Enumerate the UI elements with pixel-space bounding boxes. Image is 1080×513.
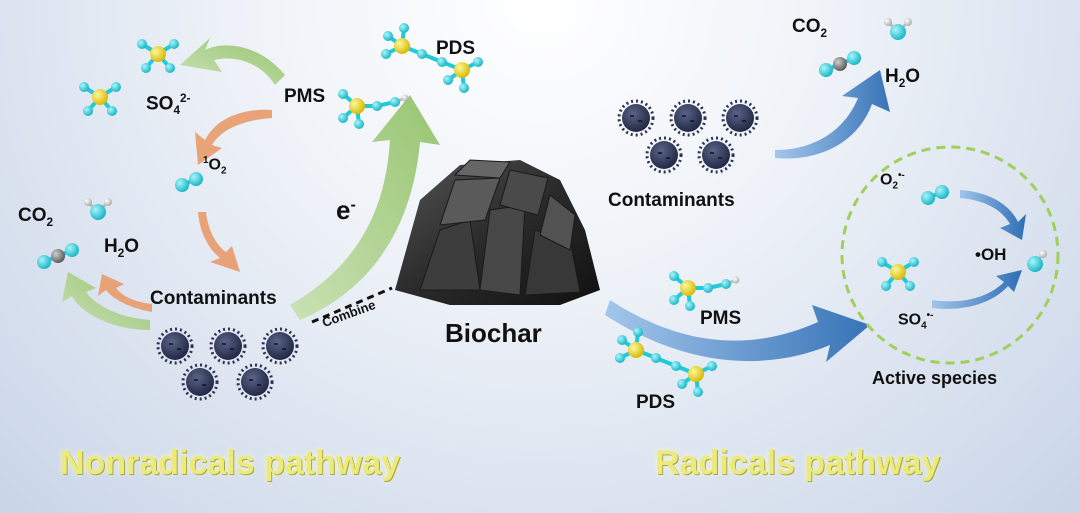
co2-molecule-right — [817, 49, 863, 79]
h2o-molecule-right — [882, 16, 914, 42]
active-species-circle — [840, 145, 1060, 365]
h2o-molecule-left — [82, 196, 114, 222]
h2o-label-left: H2O — [104, 236, 140, 260]
contaminant-ball — [617, 99, 655, 137]
contaminants-label-right: Contaminants — [608, 190, 735, 211]
so4-molecule-left — [77, 80, 123, 118]
contaminants-label-left: Contaminants — [150, 288, 277, 309]
co2-label-right: CO2 — [792, 16, 828, 40]
contaminant-ball — [236, 363, 274, 401]
orange-arrow-1o2-to-contaminants — [198, 212, 240, 272]
co2-molecule-left — [35, 241, 81, 271]
sulfate-radical-molecule — [875, 255, 921, 293]
contaminant-ball — [721, 99, 759, 137]
biochar-image — [395, 159, 600, 305]
radicals-pathway-title: Radicals pathway — [655, 444, 941, 482]
orange-arrow-to-h2o — [98, 274, 152, 312]
contaminant-ball — [156, 327, 194, 365]
biochar-label: Biochar — [445, 318, 542, 348]
nonradicals-pathway-title: Nonradicals pathway — [60, 444, 401, 482]
contaminant-ball — [669, 99, 707, 137]
contaminant-ball — [181, 363, 219, 401]
blue-arrow-superoxide-to-oh — [960, 190, 1026, 240]
singlet-oxygen-molecule — [173, 170, 205, 194]
blue-arrow-to-active-species — [605, 300, 870, 362]
orange-arrow-pms-to-1o2 — [195, 109, 272, 165]
contaminant-ball — [261, 327, 299, 365]
contaminant-ball — [209, 327, 247, 365]
hydroxyl-label: •OH — [975, 245, 1007, 264]
pds-label-left: PDS — [436, 38, 476, 59]
green-arrow-to-co2 — [62, 272, 150, 330]
blue-arrow-sulfate-to-oh — [932, 270, 1022, 309]
so4-molecule-top — [135, 37, 181, 75]
hydroxyl-molecule — [1025, 248, 1049, 274]
singlet-oxygen-label: 1O2 — [203, 155, 227, 177]
active-species-label: Active species — [872, 368, 998, 388]
blue-arrow-to-products — [775, 70, 890, 159]
pms-molecule-right — [667, 269, 742, 313]
electron-label: e- — [336, 195, 356, 225]
contaminant-ball — [645, 136, 683, 174]
green-arrow-electron — [290, 95, 440, 320]
contaminant-ball — [697, 136, 735, 174]
green-arrow-pms-to-so4 — [180, 38, 285, 85]
so4-2minus-label: SO42- — [146, 92, 191, 118]
h2o-label-right: H2O — [885, 66, 921, 90]
combine-dashed-line — [311, 286, 393, 324]
superoxide-label: O2•- — [880, 170, 905, 192]
sulfate-radical-label: SO4•- — [898, 310, 934, 332]
co2-label-left: CO2 — [18, 205, 54, 229]
pms-label-left: PMS — [284, 86, 326, 107]
pds-label-right: PDS — [636, 392, 676, 413]
superoxide-molecule — [919, 183, 951, 207]
pms-label-right: PMS — [700, 308, 742, 329]
